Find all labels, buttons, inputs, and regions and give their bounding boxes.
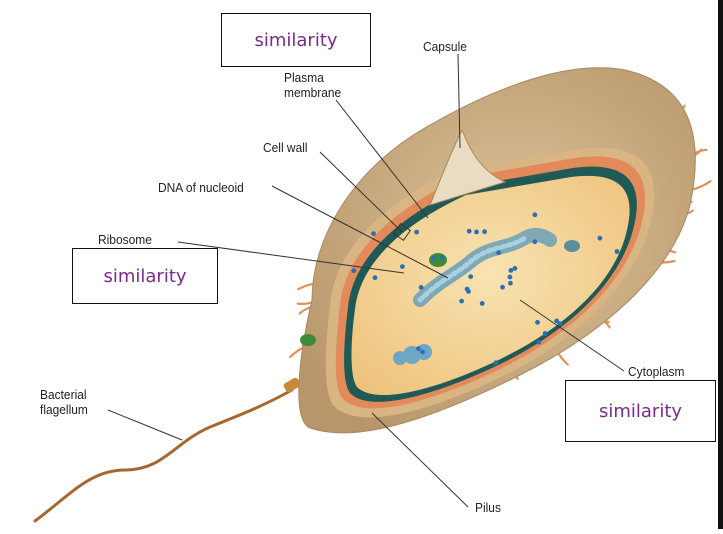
ribosome-dot — [482, 229, 487, 234]
ribosome-dot — [532, 239, 537, 244]
label-bacterial-flagellum: Bacterial flagellum — [40, 387, 88, 417]
inclusion-body — [564, 240, 580, 252]
ribosome-dot — [440, 255, 445, 260]
annotation-text: similarity — [103, 266, 186, 287]
label-cell-wall: Cell wall — [263, 140, 308, 155]
leader-flagellum — [108, 410, 182, 440]
ribosome-dot — [474, 230, 479, 235]
ribosome-dot — [371, 231, 376, 236]
ribosome-dot — [416, 346, 421, 351]
ribosome-dot — [537, 340, 542, 345]
ribosome-dot — [400, 264, 405, 269]
ribosome-dot — [480, 301, 485, 306]
ribosome-dot — [513, 266, 518, 271]
ribosome-dot — [508, 275, 513, 280]
ribosome-dot — [496, 250, 501, 255]
ribosome-dot — [535, 320, 540, 325]
ribosome-dot — [414, 230, 419, 235]
annotation-box-2: similarity — [72, 248, 218, 304]
ribosome-dot — [468, 274, 473, 279]
label-ribosome: Ribosome — [98, 232, 152, 247]
ribosome-dot — [500, 285, 505, 290]
ribosome-dot — [554, 319, 559, 324]
ribosome-dot — [598, 236, 603, 241]
annotation-text: similarity — [254, 30, 337, 51]
ribosome-dot — [373, 275, 378, 280]
label-dna-of-nucleoid: DNA of nucleoid — [158, 180, 244, 195]
dna-cluster — [393, 351, 407, 365]
ribosome-dot — [533, 212, 538, 217]
ribosome-dot — [419, 285, 424, 290]
label-capsule: Capsule — [423, 39, 467, 54]
label-cytoplasm: Cytoplasm — [628, 364, 685, 379]
ribosome-dot — [615, 249, 620, 254]
ribosome-dot — [432, 256, 437, 261]
ribosome-dot — [493, 360, 498, 365]
ribosome-dot — [465, 287, 470, 292]
inclusion-body — [429, 253, 447, 267]
ribosome-dot — [467, 229, 472, 234]
annotation-box-3: similarity — [565, 380, 716, 442]
ribosome-dot — [543, 331, 548, 336]
inclusion-body — [300, 334, 316, 346]
annotation-box-1: similarity — [221, 13, 371, 67]
right-border — [718, 0, 723, 529]
label-plasma-membrane: Plasma membrane — [284, 70, 341, 100]
leader-pilus — [372, 413, 468, 507]
ribosome-dot — [508, 281, 513, 286]
ribosome-dot — [351, 268, 356, 273]
annotation-text: similarity — [599, 401, 682, 422]
ribosome-dot — [420, 350, 425, 355]
ribosome-dot — [459, 299, 464, 304]
label-pilus: Pilus — [475, 500, 501, 515]
